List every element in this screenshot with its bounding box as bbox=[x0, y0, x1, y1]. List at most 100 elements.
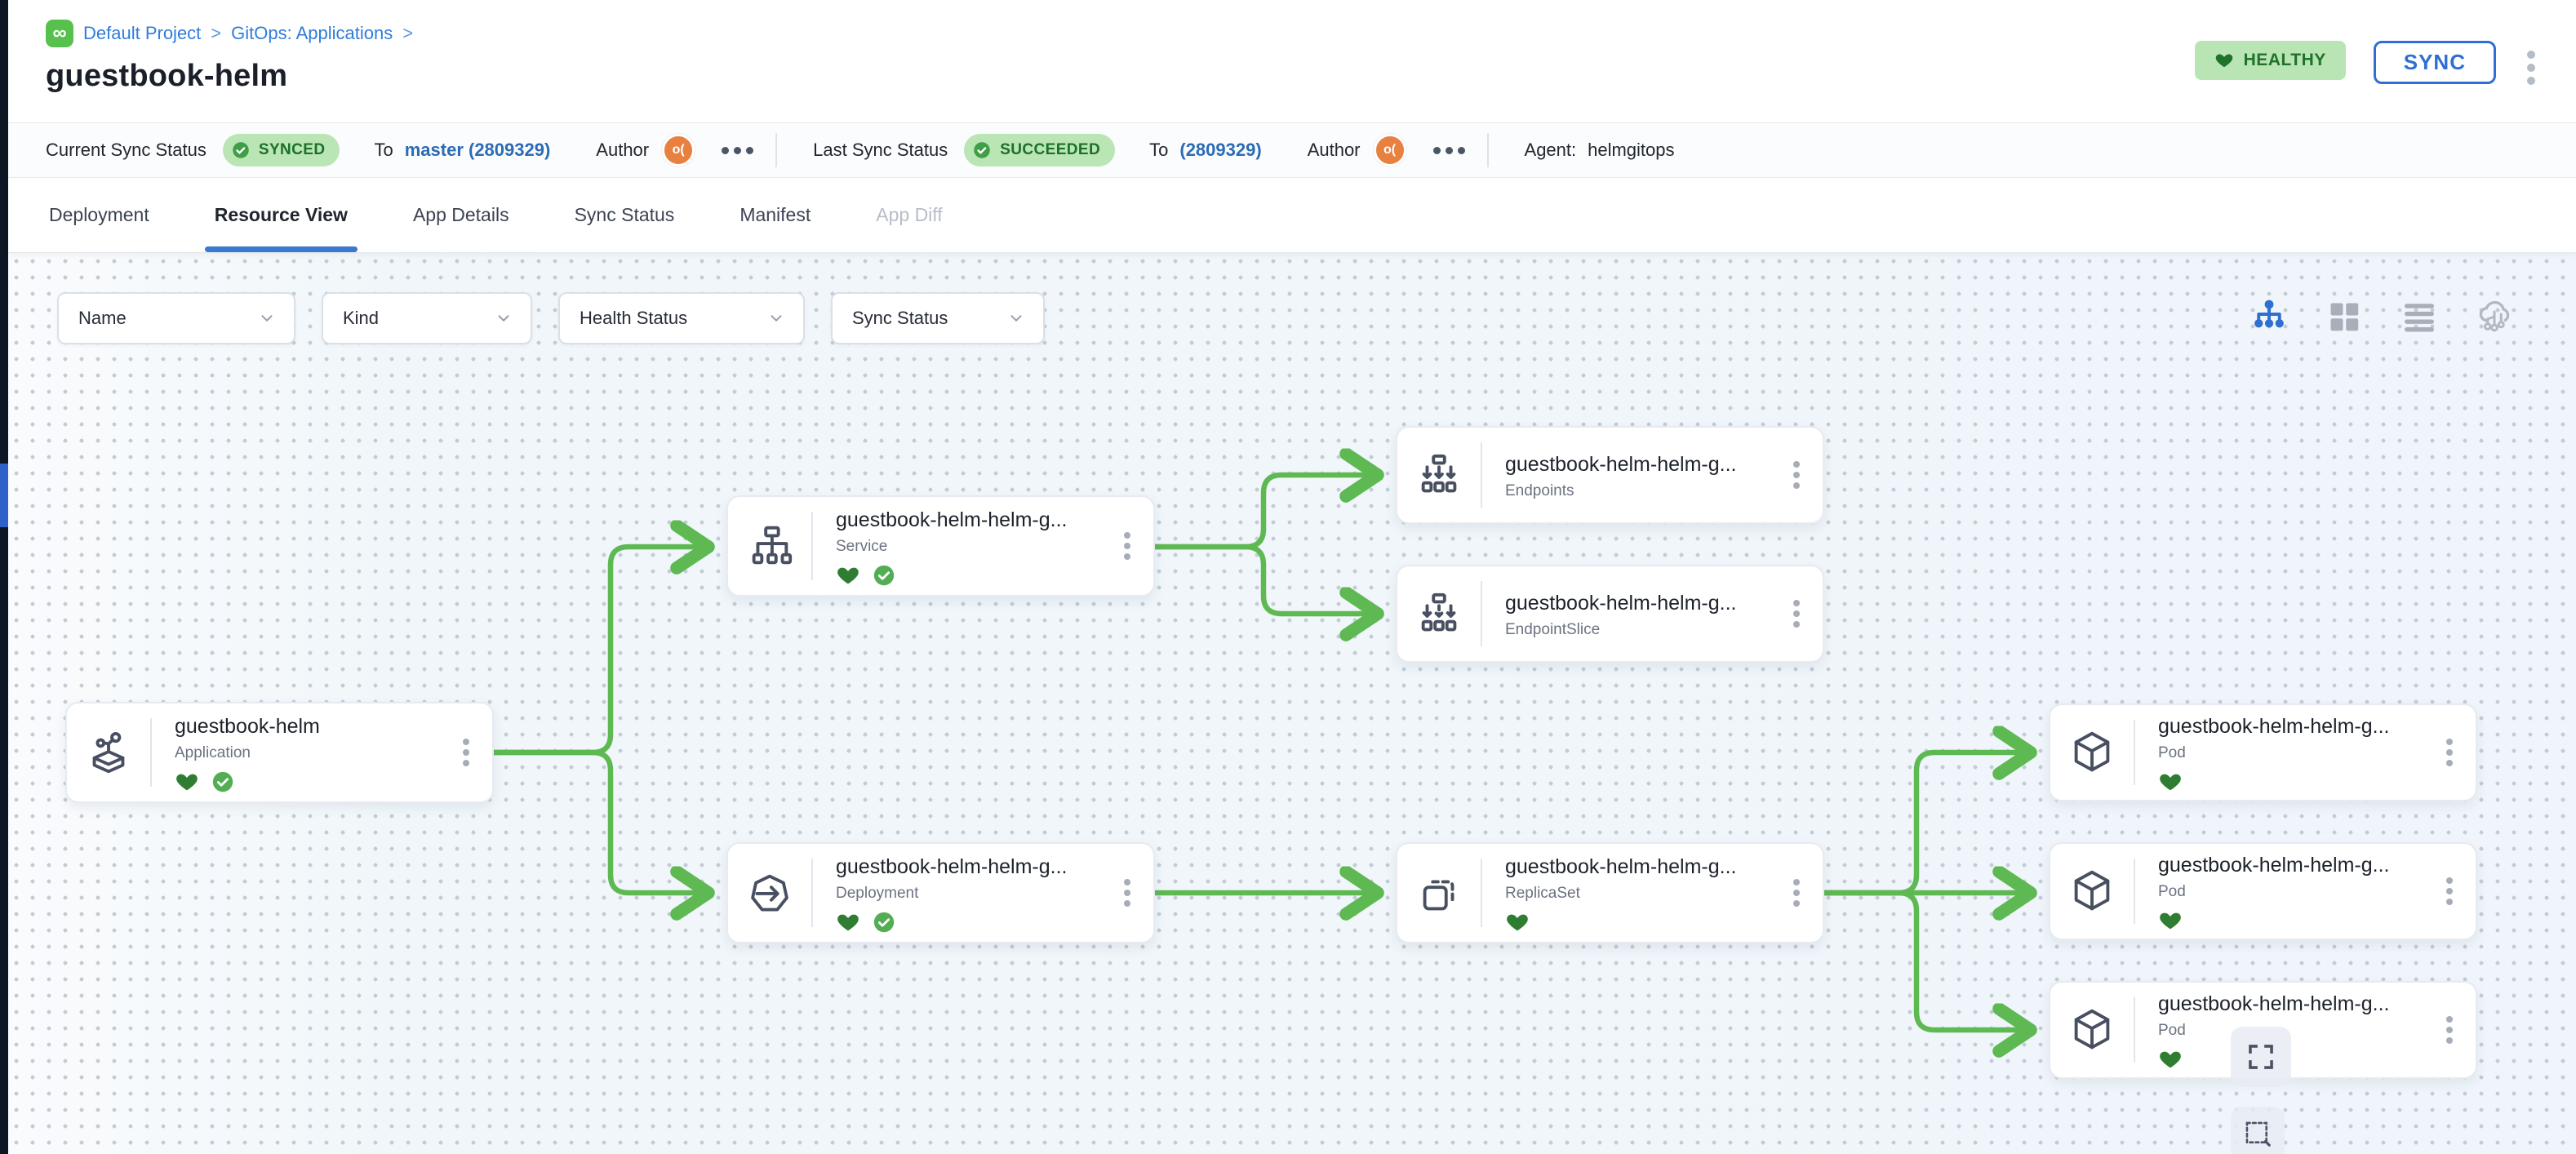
filter-kind[interactable]: Kind bbox=[322, 292, 532, 344]
divider bbox=[1486, 133, 1489, 167]
breadcrumb-section[interactable]: GitOps: Applications bbox=[231, 23, 393, 43]
tab-app-diff[interactable]: App Diff bbox=[876, 204, 943, 225]
check-circle-icon bbox=[974, 142, 990, 158]
filter-sync-status-label: Sync Status bbox=[852, 308, 948, 328]
sidebar-active-indicator bbox=[0, 464, 8, 527]
healthy-heart-icon bbox=[2160, 1051, 2181, 1067]
filter-name[interactable]: Name bbox=[57, 292, 295, 344]
synced-badge-label: SYNCED bbox=[258, 141, 326, 158]
node-menu-icon[interactable] bbox=[463, 749, 469, 756]
chevron-down-icon bbox=[261, 315, 273, 322]
main-content: ∞ Default Project > GitOps: Applications… bbox=[8, 0, 2576, 1154]
last-sync-status-label: Last Sync Status bbox=[813, 140, 948, 160]
grid-view-icon[interactable] bbox=[2325, 297, 2364, 336]
more-options-icon[interactable] bbox=[734, 146, 742, 154]
resource-graph-canvas[interactable]: Name Kind Health Status Sync Status bbox=[8, 253, 2576, 1154]
select-area-button[interactable] bbox=[2231, 1107, 2285, 1154]
node-title: guestbook-helm-helm-g... bbox=[2158, 992, 2390, 1015]
collapsed-sidebar[interactable] bbox=[0, 0, 8, 1154]
node-kind: Service bbox=[836, 537, 888, 555]
node-endpointslice[interactable]: guestbook-helm-helm-g... EndpointSlice bbox=[1396, 565, 1824, 663]
view-mode-switcher bbox=[2250, 297, 2514, 336]
fit-view-button[interactable] bbox=[2231, 1027, 2291, 1087]
author-avatar[interactable]: o( bbox=[1373, 134, 1406, 166]
filter-name-label: Name bbox=[78, 308, 127, 328]
edge-service-endpointslice bbox=[1152, 544, 1378, 614]
node-endpoints[interactable]: guestbook-helm-helm-g... Endpoints bbox=[1396, 426, 1824, 524]
node-menu-icon[interactable] bbox=[1124, 543, 1130, 549]
last-revision-link[interactable]: (2809329) bbox=[1179, 140, 1262, 160]
node-menu-icon[interactable] bbox=[1793, 472, 1800, 478]
synced-check-icon bbox=[873, 565, 895, 585]
node-kind: Pod bbox=[2158, 1021, 2186, 1039]
current-sync-status-label: Current Sync Status bbox=[46, 140, 207, 160]
node-menu-icon[interactable] bbox=[1793, 890, 1800, 896]
author-avatar[interactable]: o( bbox=[662, 134, 695, 166]
node-deployment[interactable]: guestbook-helm-helm-g... Deployment bbox=[726, 842, 1155, 943]
filter-sync-status[interactable]: Sync Status bbox=[831, 292, 1045, 344]
node-statuses bbox=[2158, 1047, 2438, 1072]
node-pod-1[interactable]: guestbook-helm-helm-g... Pod bbox=[2049, 703, 2477, 801]
health-badge-label: HEALTHY bbox=[2243, 51, 2326, 69]
node-service[interactable]: guestbook-helm-helm-g... Service bbox=[726, 495, 1155, 597]
tab-deployment[interactable]: Deployment bbox=[49, 204, 149, 225]
chevron-down-icon bbox=[1010, 315, 1022, 322]
node-title: guestbook-helm-helm-g... bbox=[1505, 854, 1737, 878]
page-title: guestbook-helm bbox=[46, 59, 288, 93]
node-menu-icon[interactable] bbox=[1124, 890, 1130, 896]
list-view-icon[interactable] bbox=[2400, 297, 2439, 336]
dashed-square-icon bbox=[2245, 1121, 2271, 1147]
succeeded-badge-label: SUCCEEDED bbox=[1000, 141, 1101, 158]
tab-app-details[interactable]: App Details bbox=[412, 204, 509, 225]
pod-icon bbox=[2074, 870, 2110, 911]
divider bbox=[775, 133, 778, 167]
node-kind: Application bbox=[175, 743, 251, 761]
node-statuses bbox=[836, 910, 1116, 934]
tab-manifest[interactable]: Manifest bbox=[739, 204, 811, 225]
breadcrumb: ∞ Default Project > GitOps: Applications… bbox=[46, 20, 413, 47]
node-menu-icon[interactable] bbox=[2446, 1027, 2453, 1033]
node-title: guestbook-helm-helm-g... bbox=[2158, 853, 2390, 877]
tab-sync-status[interactable]: Sync Status bbox=[574, 204, 675, 225]
window-menu-icon[interactable] bbox=[2527, 64, 2535, 72]
node-menu-icon[interactable] bbox=[1793, 610, 1800, 617]
node-replicaset[interactable]: guestbook-helm-helm-g... ReplicaSet bbox=[1396, 842, 1824, 943]
filter-bar: Name Kind Health Status Sync Status bbox=[57, 292, 1045, 344]
node-kind: ReplicaSet bbox=[1505, 884, 1580, 902]
filter-health-status-label: Health Status bbox=[580, 308, 688, 328]
chevron-down-icon bbox=[771, 315, 782, 322]
breadcrumb-project[interactable]: Default Project bbox=[83, 23, 202, 43]
edge-application-deployment bbox=[491, 749, 708, 893]
node-title: guestbook-helm-helm-g... bbox=[2158, 714, 2390, 738]
status-bar: Current Sync Status SYNCED To master (28… bbox=[8, 122, 2576, 178]
node-title: guestbook-helm-helm-g... bbox=[1505, 592, 1737, 615]
node-pod-2[interactable]: guestbook-helm-helm-g... Pod bbox=[2049, 842, 2477, 940]
filter-health-status[interactable]: Health Status bbox=[558, 292, 805, 344]
node-menu-icon[interactable] bbox=[2446, 888, 2453, 894]
page-header: ∞ Default Project > GitOps: Applications… bbox=[8, 0, 2576, 122]
node-menu-icon[interactable] bbox=[2446, 749, 2453, 756]
agent-value: helmgitops bbox=[1588, 140, 1675, 160]
breadcrumb-separator: > bbox=[211, 23, 222, 43]
tree-view-icon[interactable] bbox=[2250, 297, 2289, 336]
replicaset-icon bbox=[1423, 880, 1455, 911]
synced-badge: SYNCED bbox=[222, 134, 340, 166]
more-options-icon[interactable] bbox=[1445, 146, 1453, 154]
pod-icon bbox=[2074, 731, 2110, 772]
sync-button[interactable]: SYNC bbox=[2373, 41, 2496, 84]
node-application[interactable]: guestbook-helm Application bbox=[65, 702, 494, 803]
endpointslice-icon bbox=[1421, 593, 1457, 632]
node-kind: Deployment bbox=[836, 884, 919, 902]
tab-resource-view[interactable]: Resource View bbox=[204, 178, 358, 252]
cloud-network-view-icon[interactable] bbox=[2475, 297, 2514, 336]
check-circle-icon bbox=[233, 142, 249, 158]
deployment-icon bbox=[751, 874, 788, 912]
current-revision-link[interactable]: master (2809329) bbox=[404, 140, 551, 160]
pod-icon bbox=[2074, 1009, 2110, 1050]
node-statuses bbox=[2158, 908, 2438, 933]
healthy-heart-icon bbox=[1507, 914, 1528, 930]
service-icon bbox=[752, 526, 793, 565]
application-icon bbox=[92, 732, 125, 774]
heart-icon bbox=[2215, 54, 2232, 68]
tab-bar: Deployment Resource View App Details Syn… bbox=[8, 178, 2576, 253]
